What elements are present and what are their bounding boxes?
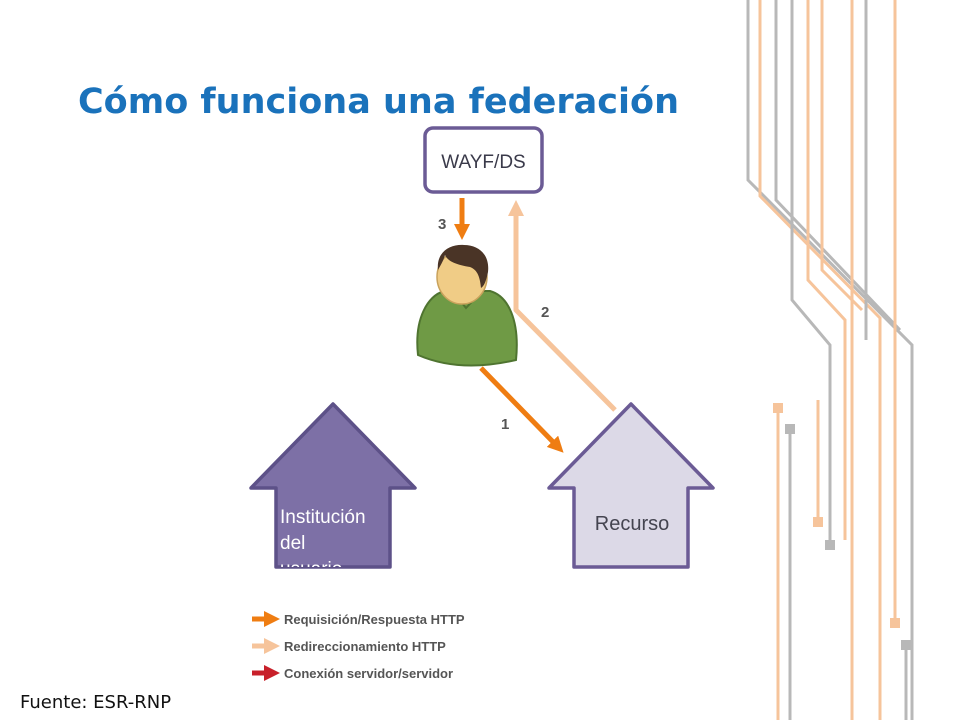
legend-label: Conexión servidor/servidor — [284, 666, 453, 681]
institution-label-line: Institución — [280, 507, 366, 528]
arrow-step-2 — [507, 199, 617, 412]
institution-label-line: usuario — [280, 557, 390, 567]
circuit-decoration — [746, 0, 914, 720]
resource-node: Recurso — [547, 402, 715, 569]
legend: Requisición/Respuesta HTTP Redireccionam… — [252, 610, 465, 682]
wayf-node: WAYF/DS — [423, 126, 544, 194]
institution-node — [249, 402, 417, 569]
arrow-step-1 — [479, 366, 564, 453]
slide-title: Cómo funciona una federación — [78, 82, 679, 122]
institution-label-line: del — [280, 533, 306, 554]
resource-label: Recurso — [595, 513, 669, 535]
legend-label: Requisición/Respuesta HTTP — [284, 612, 465, 627]
legend-item-request: Requisición/Respuesta HTTP — [252, 610, 465, 628]
institution-label: Institución del usuario — [280, 505, 390, 567]
legend-item-server-connection: Conexión servidor/servidor — [252, 664, 453, 682]
legend-item-redirect: Redireccionamiento HTTP — [252, 637, 446, 655]
source-caption: Fuente: ESR-RNP — [20, 692, 172, 713]
user-icon — [416, 244, 518, 367]
step-label-3: 3 — [438, 216, 446, 233]
legend-label: Redireccionamiento HTTP — [284, 639, 446, 654]
wayf-label: WAYF/DS — [441, 152, 525, 173]
step-label-1: 1 — [501, 416, 509, 433]
step-label-2: 2 — [541, 304, 549, 321]
